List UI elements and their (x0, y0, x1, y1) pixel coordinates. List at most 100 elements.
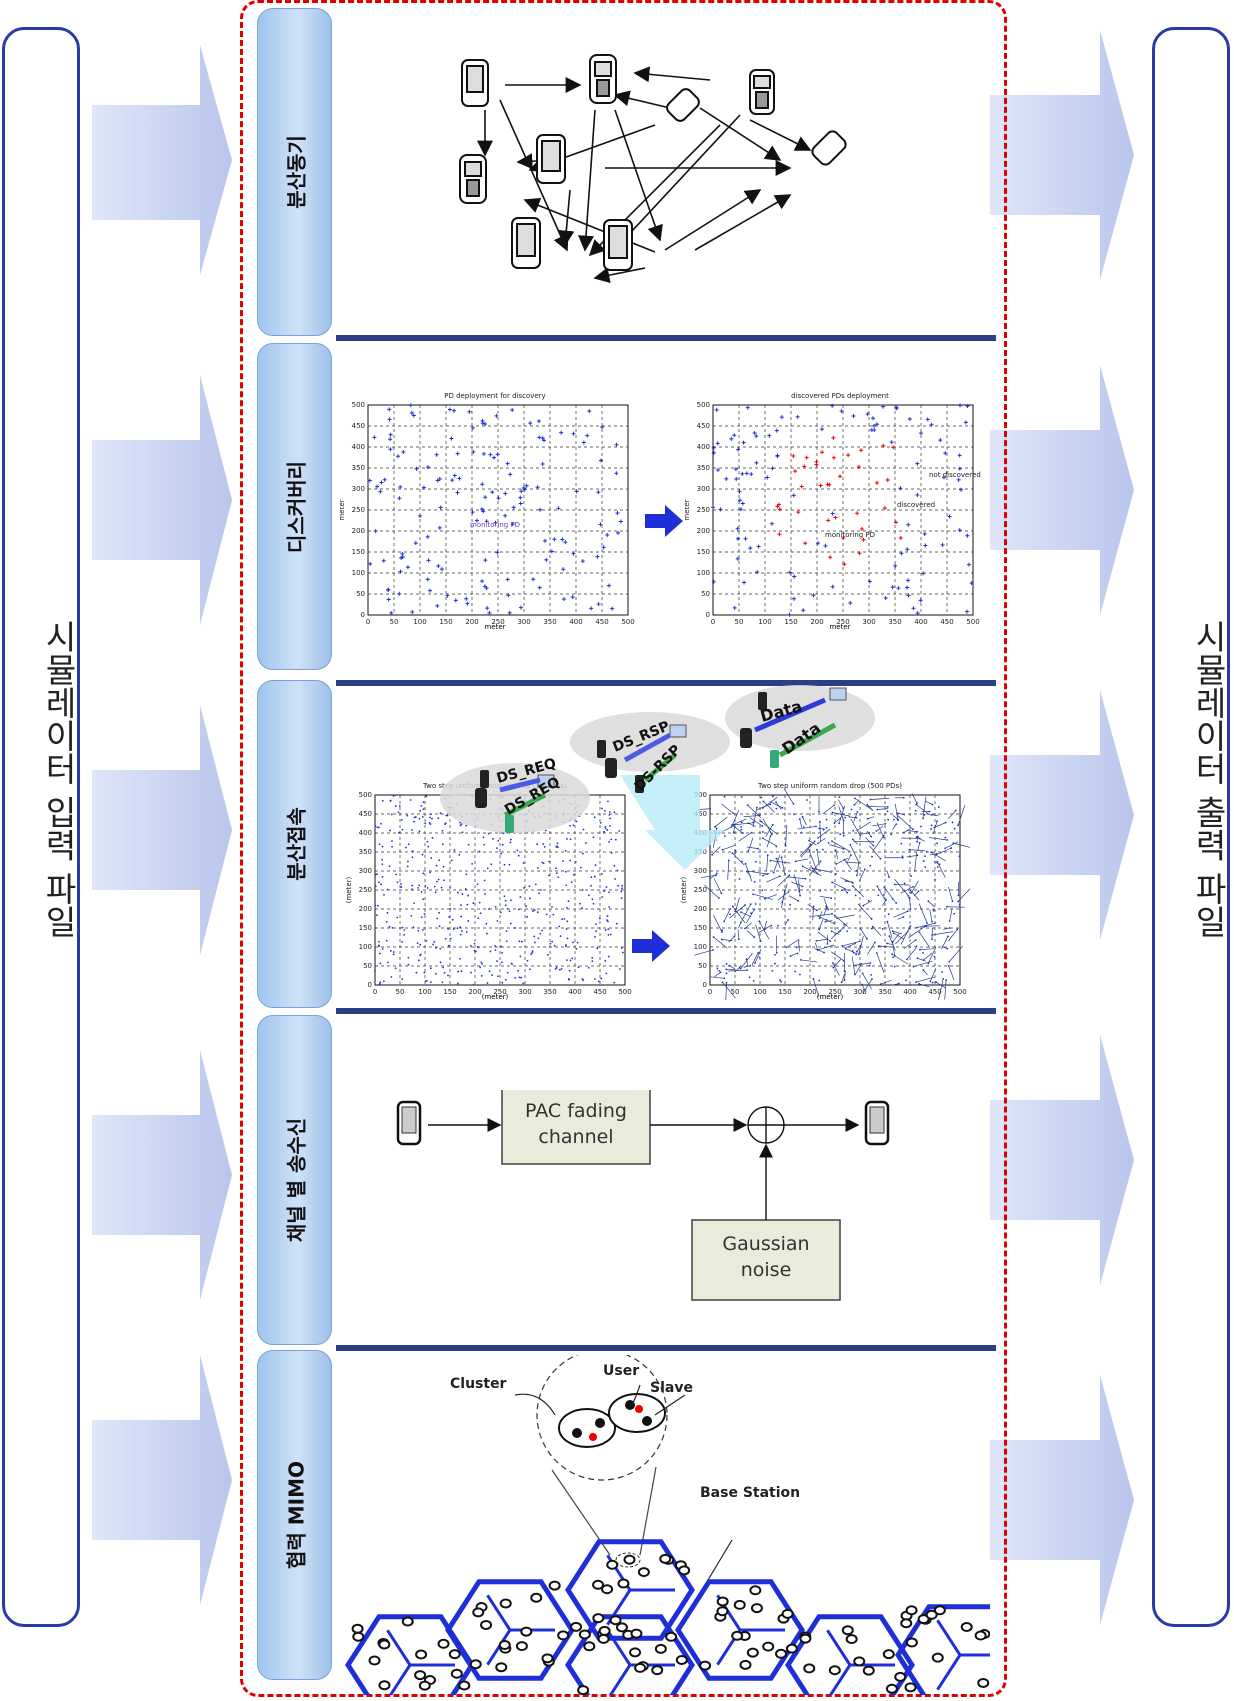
phone-icon (475, 788, 487, 808)
phone-icon (511, 217, 541, 269)
y-tick-label: 50 (701, 590, 710, 598)
y-tick-label: 100 (697, 569, 710, 577)
y-tick-label: 400 (359, 829, 372, 837)
channel-block-diagram (396, 1090, 890, 1301)
x-tick-label: 0 (373, 988, 377, 996)
phone-icon (740, 728, 752, 748)
x-tick-label: 400 (903, 988, 916, 996)
x-tick-label: 250 (828, 988, 841, 996)
y-tick-label: 350 (697, 464, 710, 472)
output-panel-title: 시뮬레이터 출력 파일 (1189, 620, 1228, 938)
x-tick-label: 400 (569, 618, 582, 626)
tab-discovery-label: 디스커버리 (284, 460, 308, 553)
x-tick-label: 250 (493, 988, 506, 996)
handshake-big-arrow (620, 775, 725, 870)
cluster-zoom (536, 1355, 668, 1568)
discovery-right-not-discovered-label: not discovered (929, 471, 981, 479)
x-tick-label: 100 (418, 988, 431, 996)
discovery-left-xlabel: meter (484, 623, 506, 631)
y-tick-label: 450 (697, 422, 710, 430)
x-tick-label: 0 (708, 988, 712, 996)
gaussian-noise-block (691, 1219, 841, 1301)
section-divider (336, 680, 996, 686)
y-tick-label: 450 (359, 810, 372, 818)
x-tick-label: 0 (366, 618, 370, 626)
x-tick-label: 100 (758, 618, 771, 626)
input-arrow-3 (92, 705, 232, 955)
x-tick-label: 0 (711, 618, 715, 626)
y-tick-label: 450 (694, 810, 707, 818)
mimo-base-station-label: Base Station (700, 1485, 800, 1501)
y-tick-label: 400 (352, 443, 365, 451)
x-tick-label: 150 (443, 988, 456, 996)
x-tick-label: 500 (621, 618, 634, 626)
y-axis-label: (meter) (680, 876, 688, 903)
y-tick-label: 0 (361, 611, 365, 619)
cell-hexagon (675, 1579, 805, 1681)
y-tick-label: 150 (359, 924, 372, 932)
access-right-title: Two step uniform random drop (500 PDs) (758, 782, 902, 790)
phone-icon (635, 775, 644, 793)
x-tick-label: 350 (543, 988, 556, 996)
y-tick-label: 200 (359, 905, 372, 913)
phone-icon (597, 740, 606, 758)
y-tick-label: 0 (703, 981, 707, 989)
discovery-right-title: discovered PDs deployment (791, 392, 889, 400)
y-tick-label: 500 (352, 401, 365, 409)
access-transfer-arrow (632, 930, 672, 966)
x-tick-label: 400 (568, 988, 581, 996)
x-tick-label: 50 (735, 618, 744, 626)
x-tick-label: 300 (862, 618, 875, 626)
y-axis-label: meter (685, 499, 691, 520)
cell-hexagon (345, 1614, 475, 1695)
y-tick-label: 350 (359, 848, 372, 856)
section-divider (336, 1008, 996, 1014)
x-tick-label: 200 (810, 618, 823, 626)
x-tick-label: 200 (465, 618, 478, 626)
discovery-right-xlabel: meter (829, 623, 851, 631)
y-tick-label: 100 (359, 943, 372, 951)
mimo-user-label: User (603, 1363, 639, 1379)
sync-network-diagram (459, 54, 847, 284)
y-tick-label: 100 (352, 569, 365, 577)
cell-hexagon (785, 1614, 915, 1695)
tab-coop-mimo: 협력 MIMO (257, 1350, 332, 1680)
phone-icon (770, 750, 779, 768)
x-tick-label: 100 (753, 988, 766, 996)
x-tick-label: 150 (439, 618, 452, 626)
access-left-xlabel: (meter) (481, 993, 509, 1001)
access-message-overlay: DS_REQ DS_REQ DS_RSP DS-RSP Data Data (440, 685, 875, 870)
section-divider (336, 1345, 996, 1351)
cell-hexagon (895, 1604, 990, 1695)
plot-area: 0050501001001501502002002502503003003503… (340, 401, 635, 626)
y-tick-label: 200 (697, 527, 710, 535)
phone-icon (666, 88, 700, 122)
x-tick-label: 250 (491, 618, 504, 626)
y-tick-label: 500 (359, 791, 372, 799)
y-tick-label: 100 (694, 943, 707, 951)
rx-phone-icon (864, 1100, 890, 1146)
pac-fading-channel-label: PAC fading channel (525, 1100, 627, 1148)
x-tick-label: 350 (543, 618, 556, 626)
x-tick-label: 50 (390, 618, 399, 626)
y-tick-label: 50 (698, 962, 707, 970)
output-arrow-2 (990, 365, 1134, 615)
y-tick-label: 0 (368, 981, 372, 989)
phone-icon (603, 219, 633, 271)
phone-icon (605, 758, 617, 778)
tab-channel-txrx-label: 채널 별 송수신 (284, 1117, 308, 1243)
phone-icon (459, 154, 487, 204)
output-arrow-1 (990, 30, 1134, 280)
y-tick-label: 250 (352, 506, 365, 514)
y-tick-label: 300 (352, 485, 365, 493)
tx-phone-icon (396, 1100, 422, 1146)
y-tick-label: 300 (697, 485, 710, 493)
tab-distributed-access-label: 분산접속 (284, 807, 308, 881)
x-tick-label: 250 (836, 618, 849, 626)
simulator-core-frame (240, 0, 1007, 1697)
x-tick-label: 300 (517, 618, 530, 626)
y-tick-label: 500 (697, 401, 710, 409)
y-tick-label: 150 (352, 548, 365, 556)
